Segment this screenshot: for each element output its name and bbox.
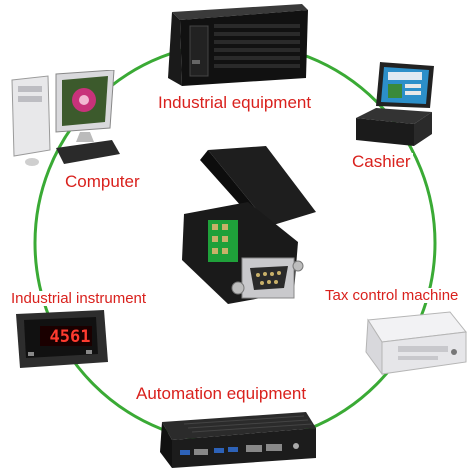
db9-terminal-connector-icon [182,146,316,304]
meter-reading-text: 4561 [50,327,91,347]
label-computer: Computer [63,172,142,191]
dot-matrix-printer-icon [365,311,467,376]
meter-display: 4561 [50,327,91,347]
panel-meter-icon [16,310,108,368]
label-industrial-instrument: Industrial instrument [9,290,149,307]
server-chassis-icon [168,4,308,86]
label-cashier: Cashier [350,152,413,171]
label-automation-equipment: Automation equipment [134,384,309,403]
desktop-computer-icon [11,70,120,166]
label-industrial-equipment: Industrial equipment [156,93,314,112]
industrial-pc-icon [160,412,316,468]
label-tax-control-machine: Tax control machine [323,287,461,304]
pos-terminal-icon [356,62,434,146]
